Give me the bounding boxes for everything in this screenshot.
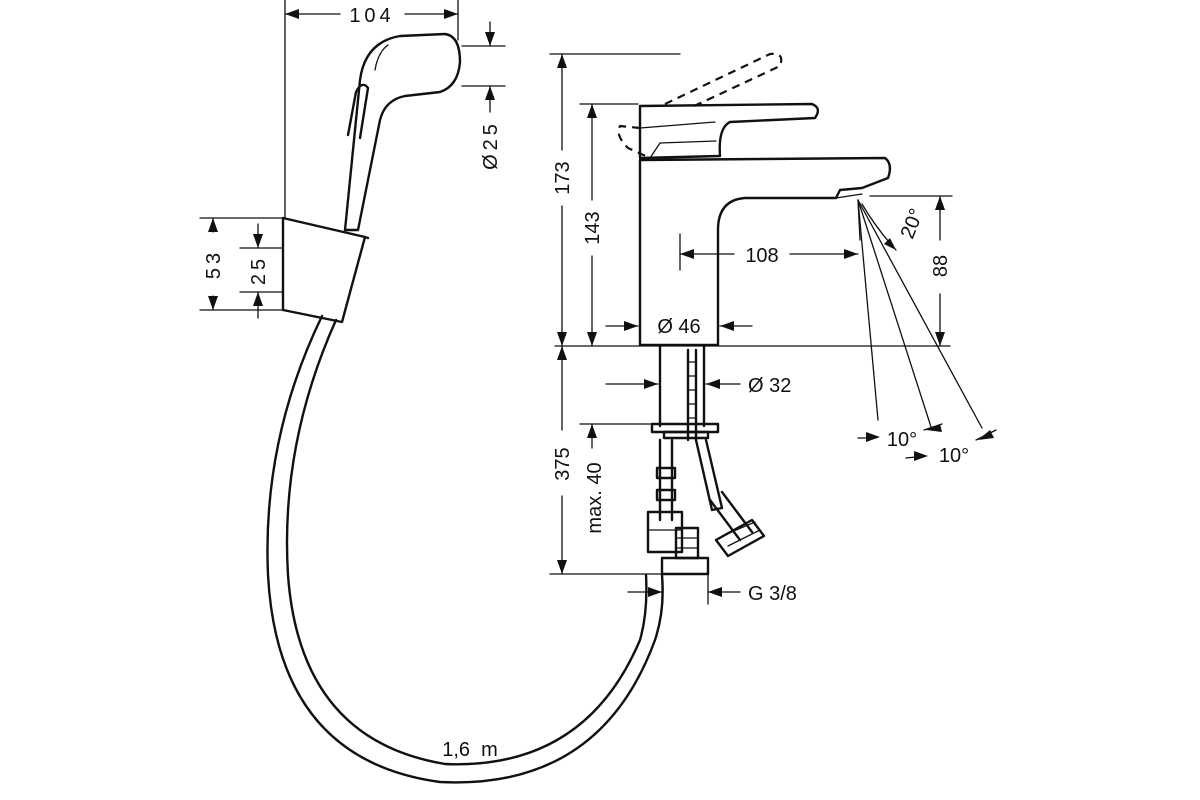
label-hose-length: 1,6 m <box>442 739 498 761</box>
shower-holder <box>281 216 370 324</box>
label-diameter-32: Ø 32 <box>748 375 791 397</box>
label-143: 143 <box>582 211 604 244</box>
label-diameter-25: Ø25 <box>480 120 502 170</box>
label-diameter-46: Ø 46 <box>657 316 700 338</box>
dimension-labels: 104 Ø25 53 25 173 143 108 88 Ø 46 Ø 32 3… <box>203 5 969 761</box>
label-g-3-8: G 3/8 <box>748 583 797 605</box>
label-25: 25 <box>248 255 270 285</box>
dimension-lines <box>199 0 997 605</box>
label-10-degree-2: 10° <box>939 445 969 467</box>
label-173: 173 <box>552 161 574 194</box>
label-10-degree-1: 10° <box>887 429 917 451</box>
label-108: 108 <box>745 245 778 267</box>
spray-lines <box>857 199 983 431</box>
label-88: 88 <box>930 255 952 277</box>
basin-mixer <box>554 52 951 576</box>
hand-shower <box>343 32 462 232</box>
label-max-40: max. 40 <box>584 462 606 533</box>
label-53: 53 <box>203 249 225 279</box>
shower-hose <box>266 314 664 784</box>
label-104: 104 <box>349 5 394 27</box>
label-375: 375 <box>552 447 574 480</box>
label-20-degree: 20° <box>897 206 929 242</box>
